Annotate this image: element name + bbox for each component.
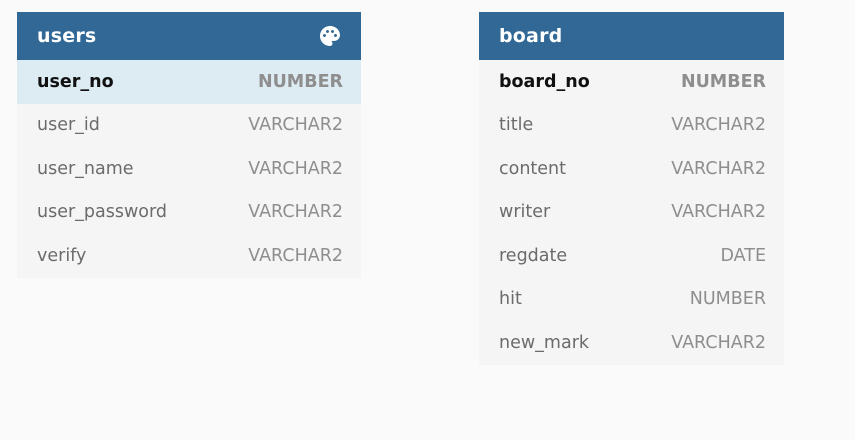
column-type: VARCHAR2 <box>248 115 343 136</box>
column-name: user_password <box>37 202 168 223</box>
column-type: NUMBER <box>689 289 766 310</box>
column-type: NUMBER <box>257 71 343 92</box>
table-title: users <box>37 25 97 47</box>
column-name: title <box>499 115 534 136</box>
column-row-user-password[interactable]: user_password VARCHAR2 <box>17 191 361 235</box>
column-type: VARCHAR2 <box>248 202 343 223</box>
table-users[interactable]: users user_no NUMBER user_id VARCHAR2 us… <box>17 12 361 278</box>
column-row-title[interactable]: title VARCHAR2 <box>479 104 784 148</box>
table-header[interactable]: board <box>479 12 784 60</box>
column-row-content[interactable]: content VARCHAR2 <box>479 147 784 191</box>
column-name: hit <box>499 289 522 310</box>
column-type: DATE <box>720 245 766 266</box>
column-type: VARCHAR2 <box>248 245 343 266</box>
column-type: VARCHAR2 <box>671 115 766 136</box>
column-row-writer[interactable]: writer VARCHAR2 <box>479 191 784 235</box>
table-board[interactable]: board board_no NUMBER title VARCHAR2 con… <box>479 12 784 365</box>
column-type: VARCHAR2 <box>671 158 766 179</box>
column-type: NUMBER <box>680 71 766 92</box>
table-title: board <box>499 25 563 47</box>
column-name: user_id <box>37 115 100 136</box>
column-type: VARCHAR2 <box>671 202 766 223</box>
column-name: user_no <box>37 71 114 92</box>
column-name: user_name <box>37 158 134 179</box>
column-row-user-id[interactable]: user_id VARCHAR2 <box>17 104 361 148</box>
table-header[interactable]: users <box>17 12 361 60</box>
column-row-new-mark[interactable]: new_mark VARCHAR2 <box>479 321 784 365</box>
column-name: content <box>499 158 567 179</box>
column-name: regdate <box>499 245 568 266</box>
column-row-user-name[interactable]: user_name VARCHAR2 <box>17 147 361 191</box>
column-row-board-no[interactable]: board_no NUMBER <box>479 60 784 104</box>
column-row-regdate[interactable]: regdate DATE <box>479 234 784 278</box>
column-row-user-no[interactable]: user_no NUMBER <box>17 60 361 104</box>
column-type: VARCHAR2 <box>248 158 343 179</box>
column-name: board_no <box>499 71 590 92</box>
column-name: new_mark <box>499 332 590 353</box>
column-name: verify <box>37 245 87 266</box>
column-type: VARCHAR2 <box>671 332 766 353</box>
column-name: writer <box>499 202 551 223</box>
palette-icon[interactable] <box>318 24 342 48</box>
column-row-verify[interactable]: verify VARCHAR2 <box>17 234 361 278</box>
column-row-hit[interactable]: hit NUMBER <box>479 278 784 322</box>
